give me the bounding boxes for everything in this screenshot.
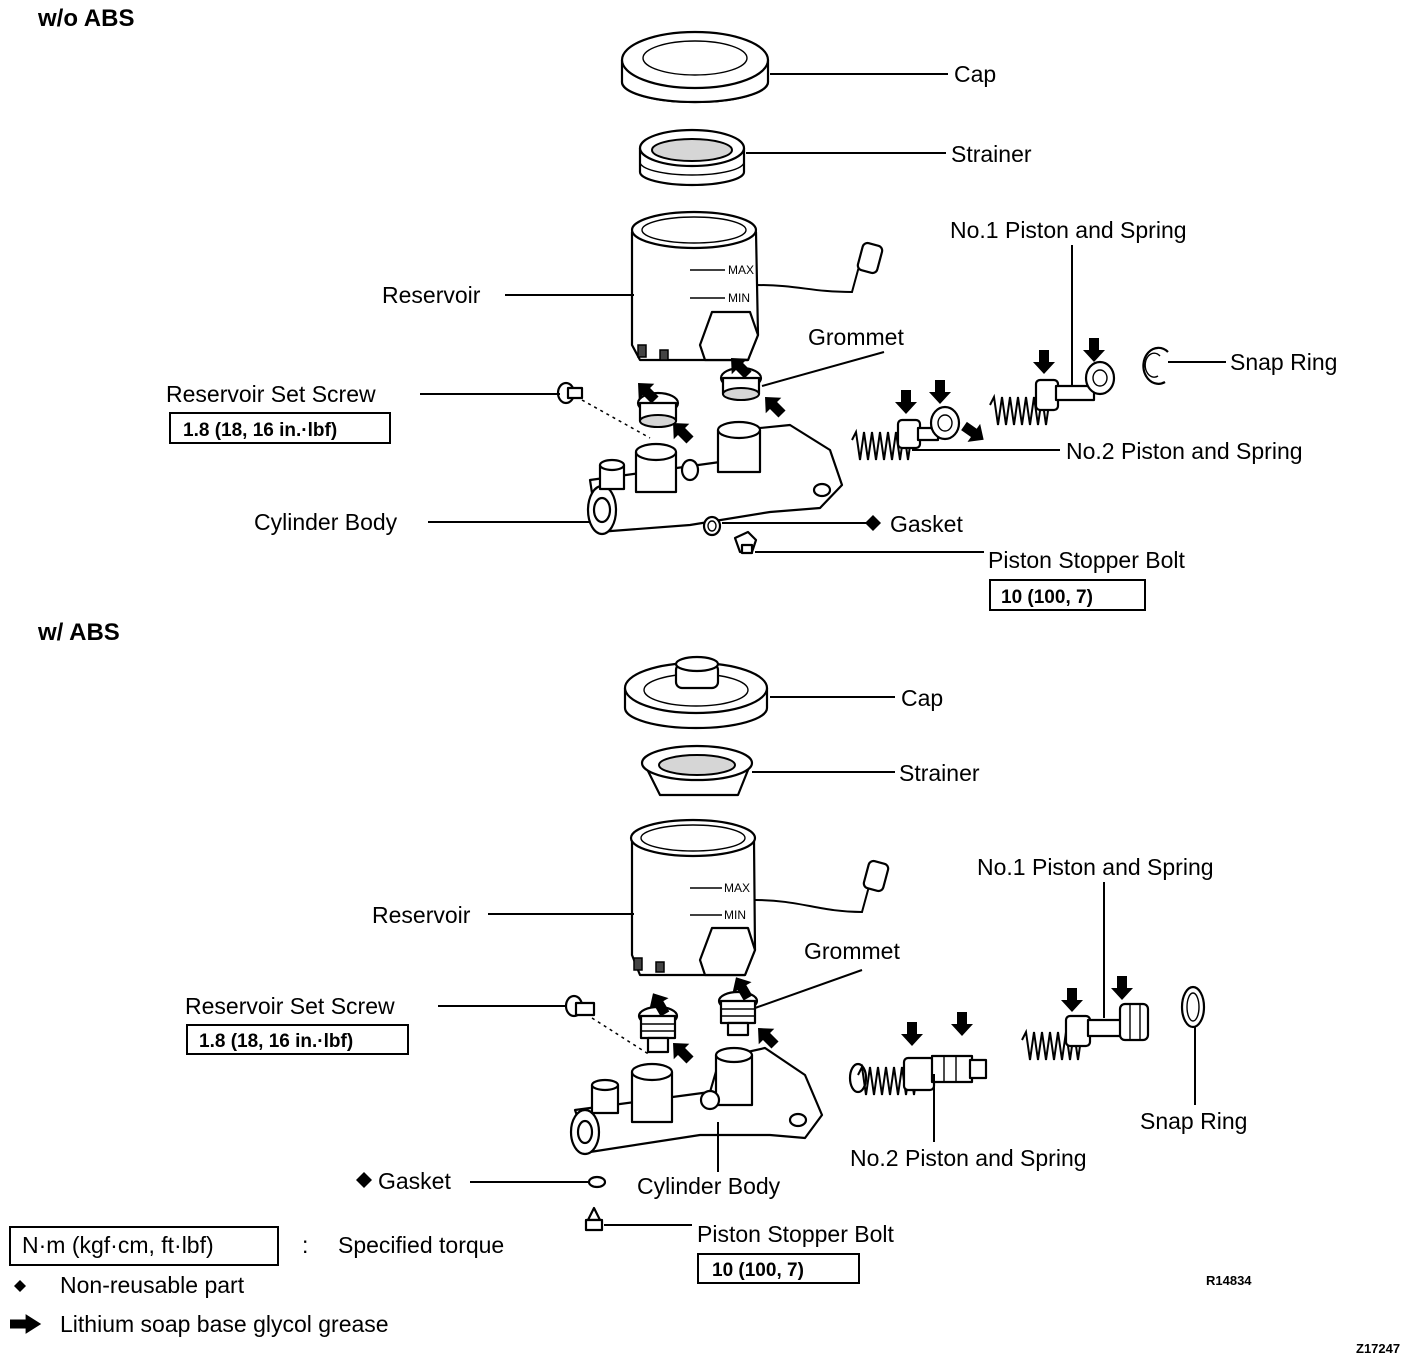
grommet-part-top-1 — [636, 391, 680, 428]
grommet-part-bottom-2 — [717, 990, 759, 1037]
snap-ring-part-bottom — [1180, 985, 1206, 1029]
heading-with-abs: w/ ABS — [37, 619, 120, 646]
level-sensor-wire-bottom — [754, 859, 890, 914]
label-stopper-bolt-top: Piston Stopper Bolt — [988, 547, 1186, 573]
gasket-part-bottom — [587, 1175, 607, 1189]
reservoir-part-bottom: MAX MIN — [629, 818, 757, 977]
legend-grease-text: Lithium soap base glycol grease — [60, 1311, 389, 1337]
torque-box-set-screw-bottom — [186, 1024, 409, 1055]
legend-torque-unit: N·m (kgf·cm, ft·lbf) — [22, 1232, 214, 1258]
no2-piston-part-top — [851, 405, 961, 461]
grommet-part-top-2 — [719, 366, 763, 401]
torque-box-stopper-bolt-top — [989, 579, 1146, 611]
legend-separator: : — [302, 1232, 308, 1258]
figure-code-outer: Z17247 — [1356, 1341, 1400, 1356]
grease-arrow-icon — [895, 390, 917, 414]
label-no2-piston-bottom: No.2 Piston and Spring — [850, 1145, 1087, 1171]
mark-min-bottom: MIN — [724, 908, 746, 922]
set-screw-part-top — [556, 381, 584, 405]
legend-nonreusable-text: Non-reusable part — [60, 1272, 245, 1298]
reservoir-part-top: MAX MIN — [630, 210, 760, 362]
legend-torque-text: Specified torque — [338, 1232, 504, 1258]
grease-arrow-icon — [665, 1035, 698, 1068]
label-snap-ring-top: Snap Ring — [1230, 349, 1337, 375]
label-cylinder-body-bottom: Cylinder Body — [637, 1173, 781, 1199]
label-no2-piston-top: No.2 Piston and Spring — [1066, 438, 1303, 464]
stopper-bolt-part-bottom — [584, 1206, 604, 1232]
figure-code-inner: R14834 — [1206, 1273, 1252, 1288]
non-reusable-diamond-icon — [865, 515, 881, 531]
grease-arrow-icon — [1083, 338, 1105, 362]
label-grommet-bottom: Grommet — [804, 938, 900, 964]
non-reusable-diamond-icon — [356, 1172, 372, 1188]
grease-arrow-icon — [1111, 976, 1133, 1000]
level-sensor-wire-top — [755, 241, 884, 294]
label-cap-bottom: Cap — [901, 685, 943, 711]
grease-arrow-icon — [1033, 350, 1055, 374]
mark-max-top: MAX — [728, 263, 754, 277]
strainer-part-bottom — [640, 744, 754, 797]
no2-piston-part-bottom — [848, 1054, 988, 1096]
cap-part-top — [620, 30, 770, 104]
grease-arrow-icon — [957, 416, 990, 449]
label-cylinder-body-top: Cylinder Body — [254, 509, 398, 535]
label-grommet-top: Grommet — [808, 324, 904, 350]
torque-box-stopper-bolt-bottom — [697, 1253, 860, 1284]
grease-arrow-icon — [929, 380, 951, 404]
cylinder-body-part-bottom — [569, 1046, 824, 1156]
no1-piston-part-top — [989, 360, 1116, 426]
strainer-part-top — [638, 128, 746, 187]
heading-without-abs: w/o ABS — [37, 5, 134, 32]
label-cap-top: Cap — [954, 61, 996, 87]
label-snap-ring-bottom: Snap Ring — [1140, 1108, 1247, 1134]
gasket-part-top — [702, 515, 722, 537]
label-set-screw-bottom: Reservoir Set Screw — [185, 993, 395, 1019]
mark-max-bottom: MAX — [724, 881, 750, 895]
label-strainer-top: Strainer — [951, 141, 1032, 167]
torque-set-screw-bottom: 1.8 (18, 16 in.·lbf) — [199, 1031, 353, 1052]
label-stopper-bolt-bottom: Piston Stopper Bolt — [697, 1221, 895, 1247]
mark-min-top: MIN — [728, 291, 750, 305]
label-set-screw-top: Reservoir Set Screw — [166, 381, 376, 407]
label-no1-piston-bottom: No.1 Piston and Spring — [977, 854, 1214, 880]
grease-arrow-icon — [901, 1022, 923, 1046]
label-strainer-bottom: Strainer — [899, 760, 980, 786]
label-gasket-bottom: Gasket — [378, 1168, 451, 1194]
stopper-bolt-part-top — [733, 530, 758, 555]
set-screw-part-bottom — [564, 994, 596, 1018]
torque-stopper-bolt-bottom: 10 (100, 7) — [712, 1260, 804, 1281]
grease-arrow-icon — [1061, 988, 1083, 1012]
label-gasket-top: Gasket — [890, 511, 963, 537]
grommet-part-bottom-1 — [637, 1005, 679, 1054]
torque-stopper-bolt-top: 10 (100, 7) — [1001, 587, 1093, 608]
cap-part-bottom — [623, 655, 769, 730]
legend-torque-box — [9, 1226, 279, 1266]
label-no1-piston-top: No.1 Piston and Spring — [950, 217, 1187, 243]
grease-arrow-icon — [951, 1012, 973, 1036]
cylinder-body-part-top — [586, 420, 844, 536]
label-reservoir-bottom: Reservoir — [372, 902, 471, 928]
torque-box-set-screw-top — [169, 412, 391, 444]
grease-arrow-icon — [757, 389, 790, 422]
snap-ring-part-top — [1142, 346, 1169, 385]
no1-piston-part-bottom — [1021, 1002, 1150, 1061]
legend-arrow-icon — [10, 1314, 42, 1334]
legend-diamond-icon — [14, 1280, 26, 1292]
torque-set-screw-top: 1.8 (18, 16 in.·lbf) — [183, 420, 337, 441]
label-reservoir-top: Reservoir — [382, 282, 481, 308]
